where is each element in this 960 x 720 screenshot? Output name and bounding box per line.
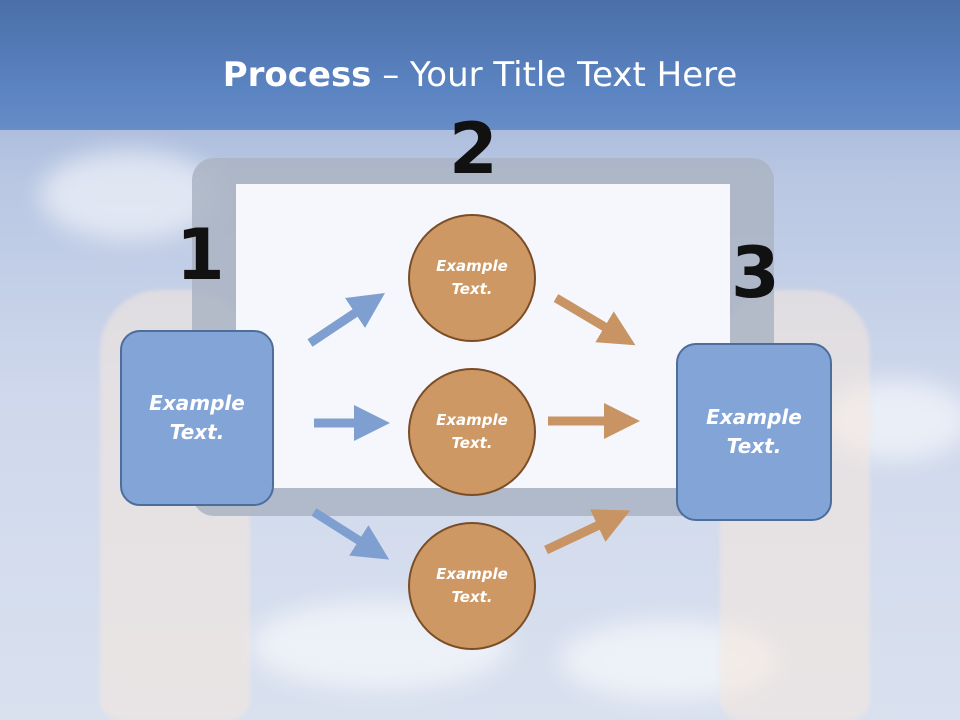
left-step-text: Example Text. (149, 391, 245, 444)
circle-middle: Example Text. (408, 368, 536, 496)
title-rest: – Your Title Text Here (371, 55, 738, 95)
right-step-text: Example Text. (706, 405, 802, 458)
title-bold: Process (222, 55, 372, 95)
circle-bottom-text: Example Text. (436, 565, 508, 606)
header-band (0, 0, 960, 130)
circle-top: Example Text. (408, 214, 536, 342)
arrow-blue-up (307, 293, 385, 347)
step-number-3: 3 (731, 232, 780, 314)
left-step-box: Example Text. (120, 330, 274, 506)
arrow-orange-down (553, 294, 636, 346)
arrow-orange-up (544, 509, 631, 555)
cloud-decoration (40, 150, 220, 240)
arrow-blue-down (311, 508, 390, 560)
circle-middle-text: Example Text. (436, 411, 508, 452)
right-step-box: Example Text. (676, 343, 832, 521)
step-number-2: 2 (449, 108, 498, 190)
circle-top-text: Example Text. (436, 257, 508, 298)
slide-title: Process – Your Title Text Here (0, 52, 960, 98)
step-number-1: 1 (176, 214, 225, 296)
circle-bottom: Example Text. (408, 522, 536, 650)
